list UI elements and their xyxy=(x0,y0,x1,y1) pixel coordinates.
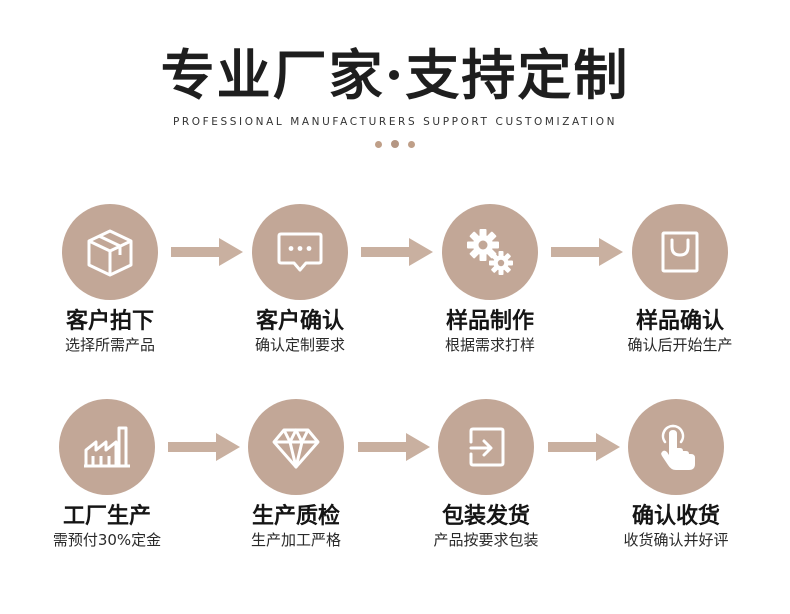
step-desc: 收货确认并好评 xyxy=(623,531,729,549)
hand-pointer-icon xyxy=(661,424,695,470)
gears-icon xyxy=(467,229,513,275)
package-pack-icon xyxy=(469,427,505,467)
step-circle xyxy=(59,399,155,495)
shopping-bag-icon xyxy=(661,231,699,273)
package-box-icon xyxy=(87,229,133,277)
diamond-icon xyxy=(272,428,320,469)
step-desc: 产品按要求包装 xyxy=(433,531,539,549)
step-sample-making: 样品制作 根据需求打样 xyxy=(395,204,585,355)
factory-icon xyxy=(84,426,130,468)
page-subtitle: PROFESSIONAL MANUFACTURERS SUPPORT CUSTO… xyxy=(172,116,618,128)
step-title: 客户拍下 xyxy=(65,309,154,334)
step-customer-order: 客户拍下 选择所需产品 xyxy=(15,204,205,355)
step-sample-confirm: 样品确认 确认后开始生产 xyxy=(585,204,775,355)
step-factory-production: 工厂生产 需预付30%定金 xyxy=(12,399,202,550)
step-pack-ship: 包装发货 产品按要求包装 xyxy=(391,399,581,550)
step-title: 客户确认 xyxy=(255,309,344,334)
step-quality-inspection: 生产质检 生产加工严格 xyxy=(201,399,391,550)
arrow-right-icon xyxy=(548,433,620,461)
dot-icon xyxy=(375,140,382,148)
step-title: 生产质检 xyxy=(251,504,340,529)
step-desc: 生产加工严格 xyxy=(250,531,341,549)
arrow-right-icon xyxy=(361,238,433,266)
step-circle xyxy=(252,204,348,300)
step-desc: 需预付30%定金 xyxy=(52,531,162,549)
decorative-dots xyxy=(0,139,790,149)
step-circle xyxy=(632,204,728,300)
step-title: 工厂生产 xyxy=(62,504,151,529)
step-title: 样品确认 xyxy=(635,309,724,334)
arrow-right-icon xyxy=(168,433,240,461)
step-desc: 确认定制要求 xyxy=(254,336,345,354)
chat-bubble-icon xyxy=(277,232,323,272)
step-title: 样品制作 xyxy=(445,309,534,334)
step-title: 确认收货 xyxy=(631,504,720,529)
step-desc: 根据需求打样 xyxy=(444,336,535,354)
arrow-right-icon xyxy=(171,238,243,266)
step-desc: 确认后开始生产 xyxy=(627,336,733,354)
step-customer-confirm: 客户确认 确认定制要求 xyxy=(205,204,395,355)
arrow-right-icon xyxy=(358,433,430,461)
arrow-right-icon xyxy=(551,238,623,266)
step-circle xyxy=(62,204,158,300)
step-confirm-receipt: 确认收货 收货确认并好评 xyxy=(581,399,771,550)
step-desc: 选择所需产品 xyxy=(64,336,155,354)
step-circle xyxy=(628,399,724,495)
step-circle xyxy=(248,399,344,495)
page-title: 专业厂家·支持定制 xyxy=(160,43,630,107)
step-title: 包装发货 xyxy=(441,504,530,529)
step-circle xyxy=(442,204,538,300)
step-circle xyxy=(438,399,534,495)
dot-icon xyxy=(391,140,399,148)
dot-icon xyxy=(408,140,415,148)
